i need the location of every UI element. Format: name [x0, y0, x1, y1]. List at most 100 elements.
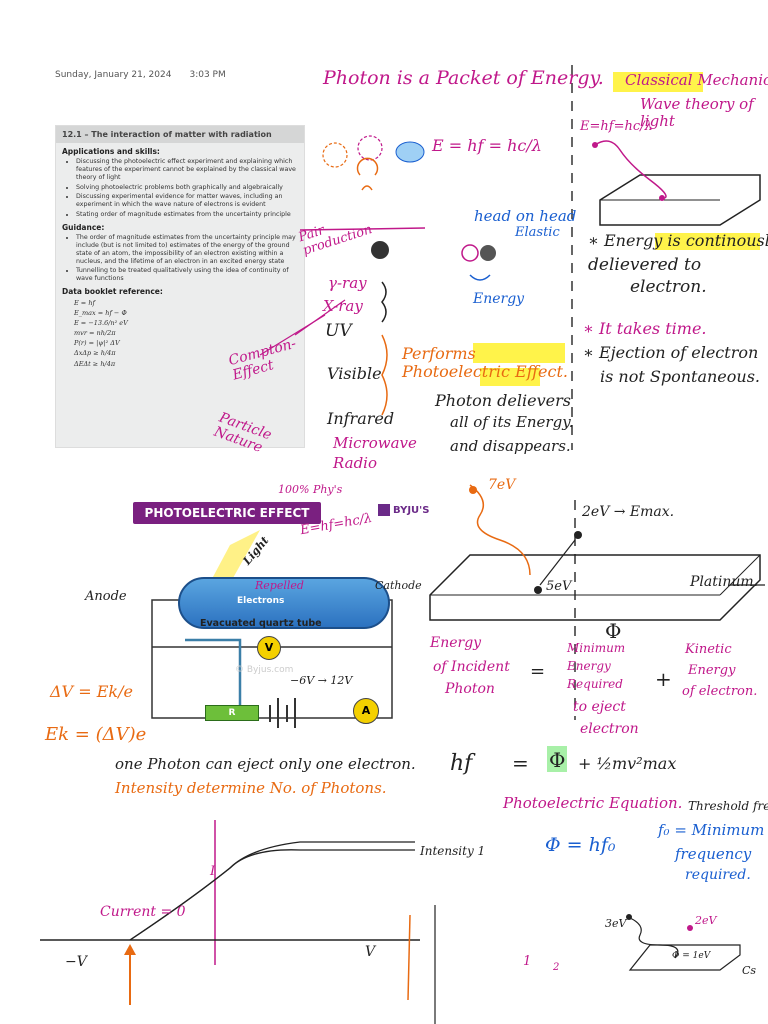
note-energy-continuous: ∗ Energy is continously — [588, 231, 768, 250]
note-uv: UV — [325, 321, 352, 341]
photon-drawing — [357, 135, 383, 161]
note-minus-v: −V — [65, 954, 87, 970]
note-takes-time: ∗ It takes time. — [583, 319, 707, 338]
byjus-logo: BYJU'S — [378, 504, 429, 516]
highlight — [480, 368, 540, 386]
note-wave-theory: Wave theory of light — [640, 95, 754, 130]
brace-drawing — [381, 334, 388, 416]
note-anode: Anode — [85, 589, 127, 604]
note-phi-eq: Φ — [549, 748, 566, 772]
note-f0: f₀ = Minimum — [658, 821, 765, 839]
note-frequency: frequency — [675, 845, 752, 863]
note-ev2b: 2eV — [695, 914, 717, 927]
applications-title: Applications and skills: — [62, 147, 160, 156]
particle-drawing — [480, 245, 496, 261]
particle-drawing — [371, 241, 389, 259]
electrons-label: Electrons — [237, 596, 285, 606]
note-physics: 100% Phy's — [278, 483, 343, 496]
note-energy-continuous: electron. — [630, 277, 707, 297]
photon-drawing — [322, 142, 348, 168]
note-energy-continuous: delievered to — [588, 255, 702, 275]
note-min-energy: to eject — [573, 699, 626, 715]
equation: ΔEΔt ≥ h/4π — [74, 359, 116, 368]
note-phi-hf0: Φ = hf₀ — [545, 834, 616, 856]
guidance-list: The order of magnitude estimates from th… — [56, 234, 304, 283]
syllabus-header: 12.1 – The interaction of matter with ra… — [56, 126, 304, 143]
note-x-ray: X-ray — [323, 297, 363, 315]
note-photon-delivers: and disappears. — [450, 437, 571, 455]
note-intensity: Intensity determine No. of Photons. — [115, 779, 387, 797]
highlight — [473, 343, 565, 363]
guidance-title: Guidance: — [62, 223, 105, 233]
highlight — [613, 72, 703, 92]
metal-plate-drawing — [628, 944, 741, 971]
note-i-label: I — [210, 864, 216, 879]
highlight — [547, 746, 567, 772]
note-energy-incident: of Incident — [433, 659, 510, 675]
note-min-energy: Energy — [567, 659, 611, 673]
note-phi-symbol: Φ — [605, 619, 622, 643]
note-ev7: 7eV — [488, 477, 516, 493]
note-ek: Ek = (ΔV)e — [45, 724, 147, 745]
note-ev5: 5eV — [546, 579, 572, 594]
note-hf: hf — [450, 751, 473, 776]
note-infrared: Infrared — [327, 409, 395, 428]
wave-drawing — [469, 484, 531, 576]
note-voltage-range: −6V → 12V — [290, 674, 353, 687]
equation: E_max = hf − Φ — [74, 309, 127, 318]
note-e-hf-right: E=hf=hc/λ — [580, 119, 653, 134]
iv-curve — [129, 841, 415, 941]
metal-plate-drawing — [599, 174, 761, 226]
list-item: Stating order of magnitude estimates fro… — [76, 211, 304, 219]
equation: P(r) = |ψ|² ΔV — [74, 339, 120, 348]
resistor: R — [205, 705, 259, 721]
note-pe-equation: Photoelectric Equation. — [503, 794, 683, 812]
ammeter: A — [353, 698, 379, 724]
note-e-hf: E = hf = hc/λ — [432, 136, 542, 155]
list-item: Tunnelling to be treated qualitatively u… — [76, 267, 304, 283]
note-eq-equals: = — [512, 751, 529, 775]
watermark: © Byjus.com — [235, 665, 294, 675]
note-kinetic: Kinetic — [685, 642, 732, 657]
note-head-on: head on head — [474, 207, 577, 225]
metal-plate-drawing — [429, 554, 761, 621]
particle-drawing — [461, 244, 479, 262]
note-performs-pe: Performs Photoelectric Effect. — [402, 344, 568, 381]
note-required: required. — [685, 867, 751, 883]
note-cs: Cs — [742, 964, 757, 977]
list-item: The order of magnitude estimates from th… — [76, 234, 304, 265]
note-photon-delivers: Photon delievers — [435, 391, 571, 410]
wave-drawing — [629, 917, 679, 959]
note-elastic: Elastic — [515, 225, 560, 240]
note-ev2: 2eV → Emax. — [582, 504, 675, 520]
note-two: 2 — [553, 962, 560, 973]
note-classical: Classical Mechanics — [625, 71, 768, 89]
note-min-energy: Required — [567, 677, 623, 691]
note-visible: Visible — [327, 364, 382, 383]
note-platinum: Platinum. — [690, 574, 759, 590]
note-repelled: Repelled — [255, 579, 304, 592]
note-min-energy: electron — [580, 721, 639, 737]
list-item: Solving photoelectric problems both grap… — [76, 184, 304, 192]
note-intensity-label: Intensity 1 — [420, 844, 486, 858]
note-ejection: is not Spontaneous. — [600, 367, 760, 386]
evacuated-tube — [178, 577, 390, 629]
note-cathode: Cathode — [375, 579, 422, 592]
syllabus-panel: 12.1 – The interaction of matter with ra… — [55, 125, 305, 448]
note-energy-incident: Photon — [445, 681, 495, 697]
equation: E = hf — [74, 299, 95, 308]
equation: mvr = nh/2π — [74, 329, 116, 338]
note-plus: + — [655, 667, 672, 691]
list-item: Discussing the photoelectric effect expe… — [76, 158, 304, 182]
note-gamma-ray: γ-ray — [328, 274, 367, 292]
photon-drawing — [395, 141, 425, 163]
note-threshold: Threshold fre — [688, 799, 768, 813]
tube-label: Evacuated quartz tube — [200, 618, 322, 629]
note-ejection: ∗ Ejection of electron — [583, 343, 759, 362]
note-energy-blue: Energy — [473, 291, 525, 307]
note-kinetic: Energy — [688, 663, 736, 678]
note-photon-delivers: all of its Energy. — [450, 413, 574, 431]
note-photon-packet: Photon is a Packet of Energy. — [323, 67, 604, 89]
note-ev3: 3eV — [605, 917, 627, 930]
